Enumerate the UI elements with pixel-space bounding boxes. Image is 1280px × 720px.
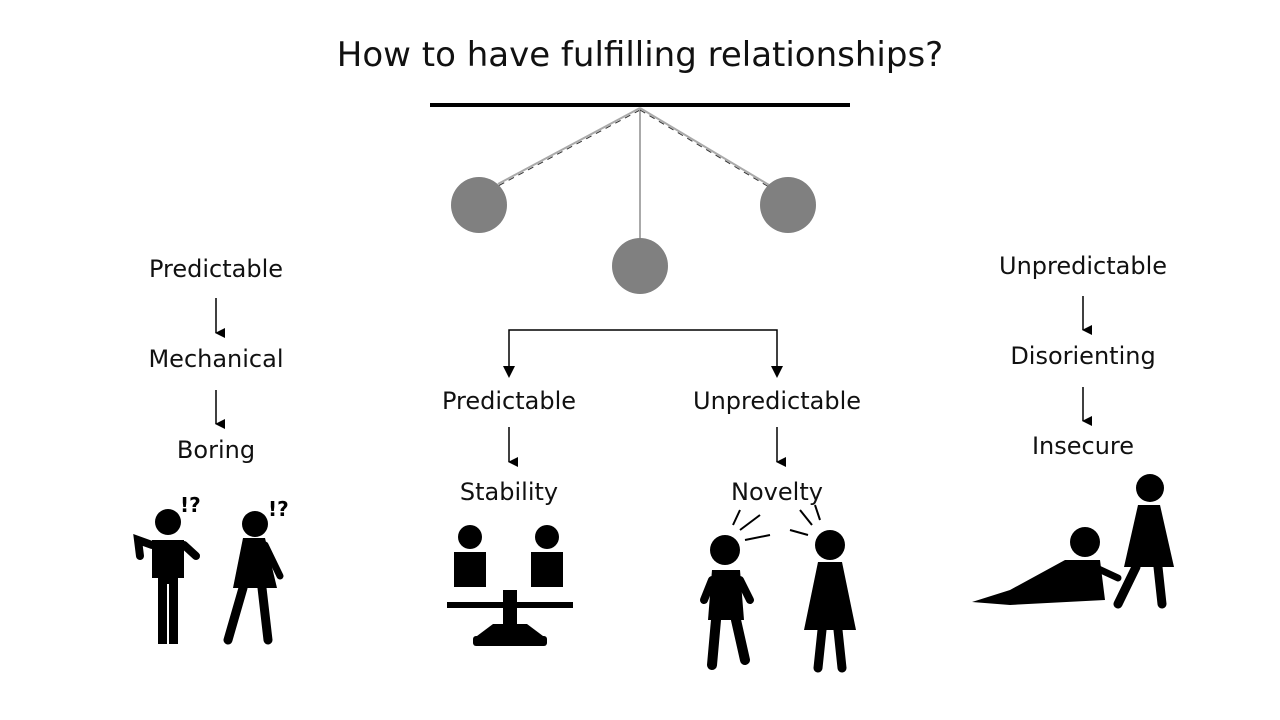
pleading-couple-icon xyxy=(972,474,1174,609)
pendulum xyxy=(430,103,850,294)
pendulum-string-left xyxy=(497,107,641,185)
pendulum-ball-right xyxy=(760,177,816,233)
right-label-unpredictable: Unpredictable xyxy=(999,252,1167,280)
balance-scale-icon xyxy=(447,525,573,646)
pendulum-ball-center xyxy=(612,238,668,294)
arrow-head-icon xyxy=(771,366,783,378)
left-column: Predictable Mechanical Boring xyxy=(148,255,283,464)
pendulum-ball-left xyxy=(451,177,507,233)
pendulum-bar xyxy=(430,103,850,107)
pendulum-string-right xyxy=(639,107,770,186)
left-label-mechanical: Mechanical xyxy=(148,345,283,373)
right-column: Unpredictable Disorienting Insecure xyxy=(999,252,1167,460)
exclamation-woman: !? xyxy=(268,497,289,521)
branch-connector xyxy=(508,329,778,376)
center-label-stability: Stability xyxy=(460,478,558,506)
center-label-novelty: Novelty xyxy=(731,478,823,506)
pendulum-string-left-motion xyxy=(497,109,641,187)
left-label-boring: Boring xyxy=(177,436,255,464)
bored-couple-icon: !? !? xyxy=(133,493,289,645)
pendulum-string-right-motion xyxy=(639,109,770,188)
right-label-disorienting: Disorienting xyxy=(1010,342,1155,370)
exclamation-man: !? xyxy=(180,493,201,517)
arrow-head-icon xyxy=(503,366,515,378)
center-label-unpredictable: Unpredictable xyxy=(693,387,861,415)
center-label-predictable: Predictable xyxy=(442,387,576,415)
right-label-insecure: Insecure xyxy=(1032,432,1134,460)
center-branches: Predictable Stability Unpredictable Nove… xyxy=(442,329,861,506)
left-label-predictable: Predictable xyxy=(149,255,283,283)
page-title: How to have fulfilling relationships? xyxy=(337,35,943,75)
excited-couple-icon xyxy=(700,504,856,673)
